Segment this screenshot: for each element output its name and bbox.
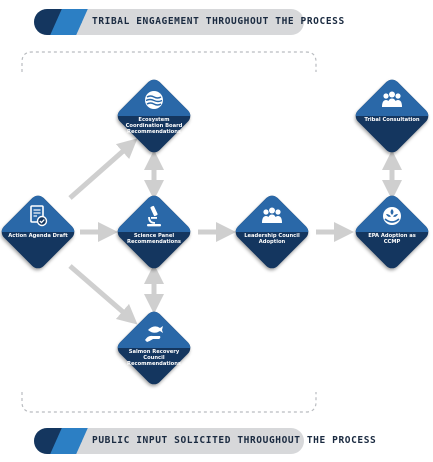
- arrow-agenda-to-salmon: [68, 264, 138, 325]
- microscope-icon: [147, 205, 161, 227]
- waves-icon: [145, 91, 163, 109]
- salmon-council-label: Salmon Recovery Council Recommendations: [127, 349, 181, 368]
- action-agenda-label: Action Agenda Draft: [8, 233, 68, 239]
- node-epa-adoption: EPA Adoption as CCMP: [352, 192, 432, 272]
- science-panel-label: Science Panel Recommendations: [127, 233, 181, 246]
- group-icon: [262, 207, 282, 223]
- node-ecosystem-coordination-board: Ecosystem Coordination Board Recommendat…: [114, 76, 194, 156]
- node-science-panel: Science Panel Recommendations: [114, 192, 194, 272]
- ecosystem-board-label: Ecosystem Coordination Board Recommendat…: [125, 117, 183, 136]
- epa-adoption-label: EPA Adoption as CCMP: [368, 233, 416, 246]
- tribal-consultation-label: Tribal Consultation: [364, 117, 420, 123]
- document-check-icon: [30, 205, 48, 227]
- node-action-agenda-draft: Action Agenda Draft: [0, 192, 78, 272]
- salmon-hand-icon: [145, 326, 163, 342]
- node-tribal-consultation: Tribal Consultation: [352, 76, 432, 156]
- arrow-agenda-to-ecosystem: [68, 138, 138, 200]
- tribal-engagement-text: TRIBAL ENGAGEMENT THROUGHOUT THE PROCESS: [92, 16, 345, 27]
- top-dashed-bracket: [21, 51, 317, 72]
- tribal-engagement-banner: TRIBAL ENGAGEMENT THROUGHOUT THE PROCESS: [34, 9, 344, 35]
- node-leadership-council: Leadership Council Adoption: [232, 192, 312, 272]
- public-input-text: PUBLIC INPUT SOLICITED THROUGHOUT THE PR…: [92, 435, 377, 446]
- leadership-council-label: Leadership Council Adoption: [244, 233, 300, 246]
- node-salmon-recovery-council: Salmon Recovery Council Recommendations: [114, 308, 194, 388]
- bottom-dashed-bracket: [21, 392, 317, 413]
- public-input-banner: PUBLIC INPUT SOLICITED THROUGHOUT THE PR…: [34, 428, 376, 454]
- group-icon: [382, 91, 402, 107]
- epa-flower-icon: [383, 207, 401, 225]
